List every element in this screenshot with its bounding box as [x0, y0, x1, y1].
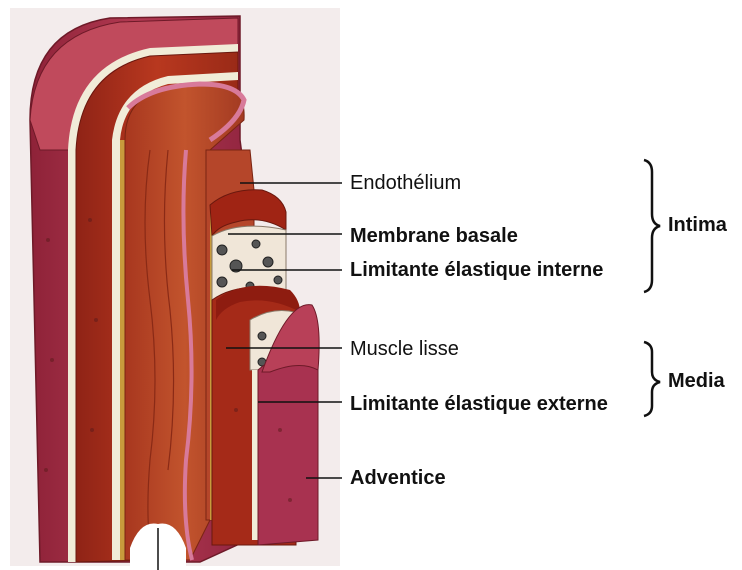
label-membrane-basale: Membrane basale	[350, 225, 518, 247]
label-adventice: Adventice	[350, 467, 446, 489]
label-muscle-lisse: Muscle lisse	[350, 338, 459, 360]
label-endothelium: Endothélium	[350, 172, 461, 194]
intima-brace	[644, 160, 660, 292]
media-brace	[644, 342, 660, 416]
label-limitante-externe: Limitante élastique externe	[350, 393, 608, 415]
label-limitante-interne: Limitante élastique interne	[350, 259, 603, 281]
group-label-media: Media	[668, 370, 725, 393]
adventice-step	[258, 358, 318, 546]
group-label-intima: Intima	[668, 214, 727, 237]
